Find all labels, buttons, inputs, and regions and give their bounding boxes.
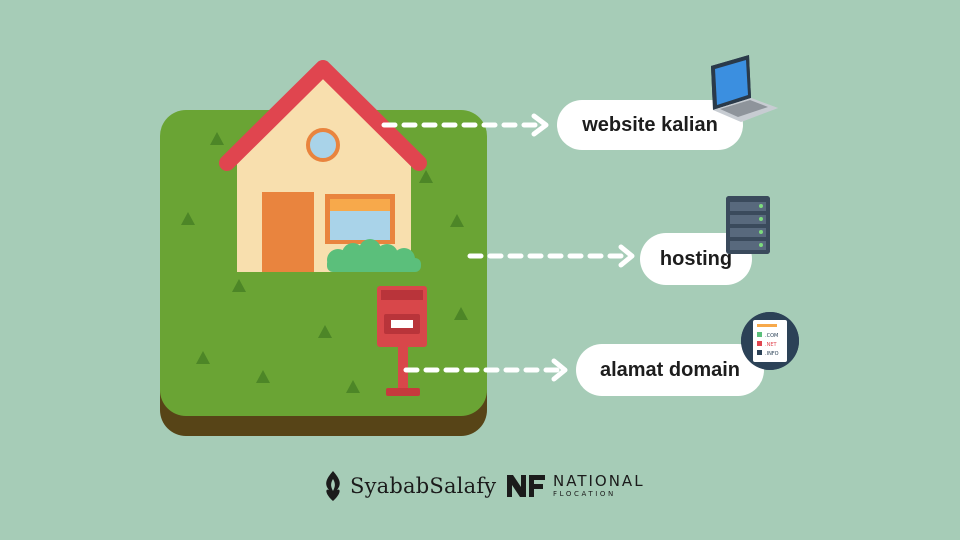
house-icon: [219, 60, 427, 272]
domain-ext-info: .INFO: [765, 351, 779, 357]
arrow-to-domain: [403, 358, 568, 382]
hosting-label: hosting: [640, 233, 752, 285]
domain-label: alamat domain: [576, 344, 764, 396]
national-flocation-logo: NATIONAL FLOCATION: [505, 468, 645, 504]
website-label: website kalian: [557, 100, 743, 150]
syababsalafy-logo: SyababSalafy: [322, 468, 496, 504]
arrow-to-hosting: [467, 244, 635, 268]
nf-logo-icon: [507, 475, 545, 497]
bush: [327, 239, 421, 272]
arrow-to-website: [381, 113, 549, 137]
brand2-line2: FLOCATION: [553, 490, 616, 498]
flame-logo-icon: [326, 471, 340, 501]
brand2-line1: NATIONAL: [553, 472, 645, 490]
mailbox-icon: [377, 286, 427, 396]
domain-ext-com: .COM: [765, 333, 778, 339]
brand1-name: SyababSalafy: [350, 474, 497, 498]
footer-logos: SyababSalafy NATIONAL FLOCATION: [0, 468, 960, 504]
domain-ext-net: .NET: [765, 342, 777, 348]
